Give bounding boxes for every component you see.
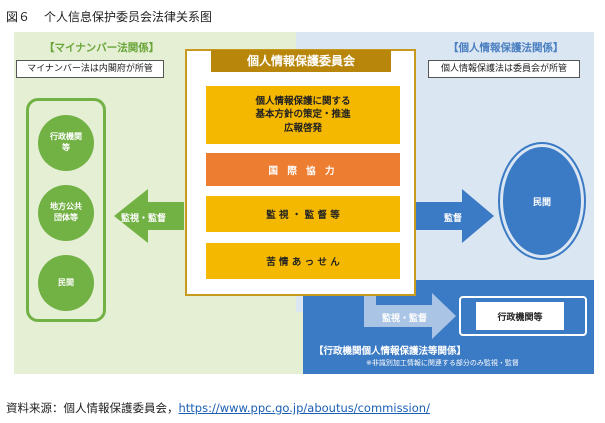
bottom-arrow (364, 240, 456, 339)
admin-entity-frame (459, 296, 587, 336)
figure-title: 図６ 个人信息保护委员会法律关系图 (6, 8, 212, 25)
mynumber-note: マイナンバー法は内閣府が所管 (16, 60, 164, 78)
entity-private-left: 民間 (38, 255, 94, 311)
right-arrow-label: 監督 (444, 214, 463, 224)
source-link[interactable]: https://www.ppc.go.jp/aboutus/commission… (178, 401, 430, 415)
source-prefix: 資料来源：個人情報保護委員会， (6, 401, 179, 415)
source-footer: 資料来源：個人情報保護委員会，https://www.ppc.go.jp/abo… (6, 400, 430, 416)
bottom-arrow-label: 監視・監督 (382, 314, 428, 324)
mynumber-label: 【マイナンバー法関係】 (44, 42, 160, 54)
right-arrow (416, 189, 494, 243)
privacy-law-note: 個人情報保護法は委員会が所管 (428, 60, 580, 78)
role-intl-cooperation: 国 際 協 力 (206, 153, 400, 186)
figure-number: 図６ (6, 10, 31, 24)
role-complaint-mediation: 苦 情 あ っ せ ん (206, 243, 400, 279)
left-entity-group (26, 98, 106, 322)
entity-gov-agencies: 行政機関 等 (38, 115, 94, 171)
figure-caption: 个人信息保护委员会法律关系图 (44, 10, 213, 24)
commission-title: 個人情報保護委員会 (211, 50, 391, 72)
admin-law-note: ※非識別加工情報に関連する部分のみ監視・監督 (366, 359, 519, 367)
left-arrow (114, 189, 184, 243)
admin-law-label: 【行政機関個人情報保護法等関係】 (314, 346, 467, 357)
privacy-law-label: 【個人情報保護法関係】 (448, 42, 564, 54)
role-basic-policy: 個人情報保護に関する 基本方針の策定・推進 広報啓発 (206, 86, 400, 144)
entity-private-right: 民間 (503, 147, 581, 255)
role-supervision: 監 視 ・ 監 督 等 (206, 196, 400, 232)
entity-local-gov: 地方公共 団体等 (38, 185, 94, 241)
entity-admin-agencies: 行政機関等 (476, 302, 564, 330)
left-arrow-label: 監視・監督 (121, 214, 167, 224)
